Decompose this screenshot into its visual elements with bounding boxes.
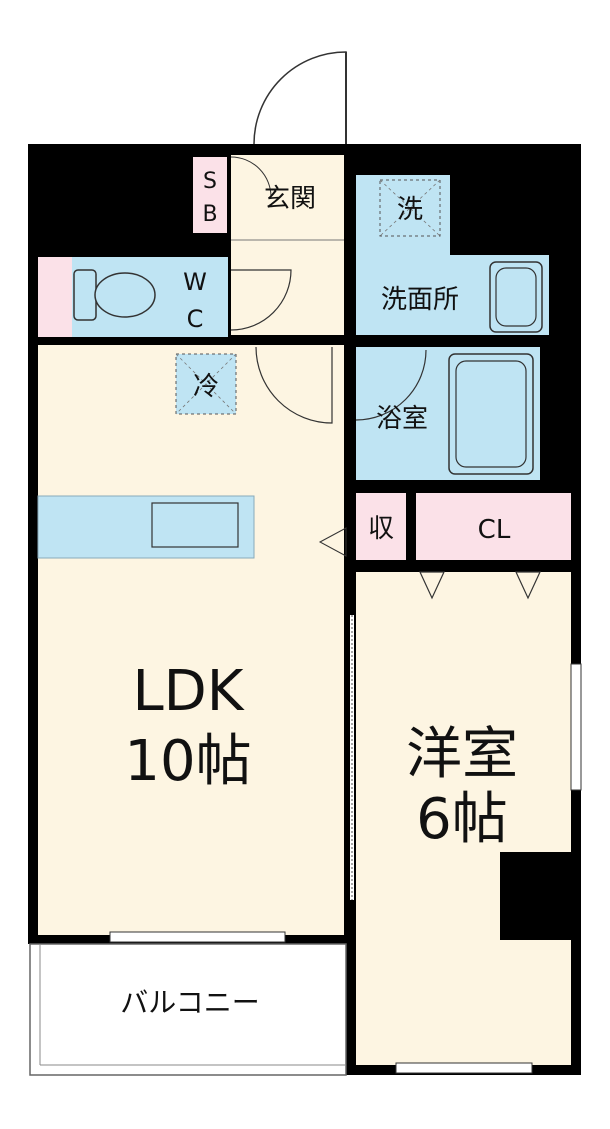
bath-door-swing: [355, 349, 427, 421]
wc-door-swing: [230, 269, 292, 331]
washer-label: 洗: [397, 195, 423, 225]
storage-room: [356, 493, 406, 560]
wc-storage: [38, 257, 72, 337]
toilet-bowl-icon: [94, 272, 156, 318]
washbasin-bowl-icon: [495, 267, 537, 327]
western-room-size-label: 6帖: [416, 787, 508, 852]
closet-door-right: [515, 571, 541, 600]
washer-slot: [379, 179, 441, 237]
entrance-floor: [231, 155, 344, 335]
toilet-icon: [73, 269, 97, 321]
column-block: [500, 852, 571, 940]
washer-cross-2: [379, 179, 441, 237]
western-window-bottom: [395, 1062, 533, 1074]
balcony-label: バルコニー: [120, 986, 259, 1019]
ldk-name-label: LDK: [132, 659, 244, 724]
closet-label: CL: [478, 515, 511, 545]
shoe-box-label-s: S: [203, 169, 217, 194]
storage-label: 収: [368, 514, 394, 544]
fridge-label: 冷: [193, 372, 219, 402]
western-room-floor: [356, 572, 571, 1065]
ldk-window: [109, 931, 286, 943]
entrance-label: 玄関: [264, 184, 316, 214]
ldk-size-label: 10帖: [124, 729, 251, 794]
bath-label: 浴室: [376, 404, 428, 434]
washroom-label: 洗面所: [381, 285, 459, 315]
shoebox-door-swing: [230, 156, 272, 198]
wc-label-c: C: [187, 305, 204, 333]
fridge-cross-2: [175, 353, 237, 415]
wc-label-w: W: [183, 268, 207, 296]
western-room-name-label: 洋室: [406, 722, 518, 787]
ldk-door-swing: [255, 346, 333, 424]
shoe-box-label-b: B: [202, 202, 217, 227]
kitchen-sink-icon: [151, 502, 239, 548]
washer-cross-1: [379, 179, 441, 237]
balcony-area: [29, 943, 347, 1076]
shoe-box: [193, 157, 227, 233]
closet-room: [416, 493, 571, 560]
bathtub-inner-icon: [455, 360, 527, 468]
ldk-floor: [38, 345, 344, 935]
closet-door-left: [419, 571, 445, 600]
storage-door-marker: [318, 527, 347, 557]
front-door-swing: [253, 51, 347, 145]
western-window-side: [570, 663, 582, 791]
